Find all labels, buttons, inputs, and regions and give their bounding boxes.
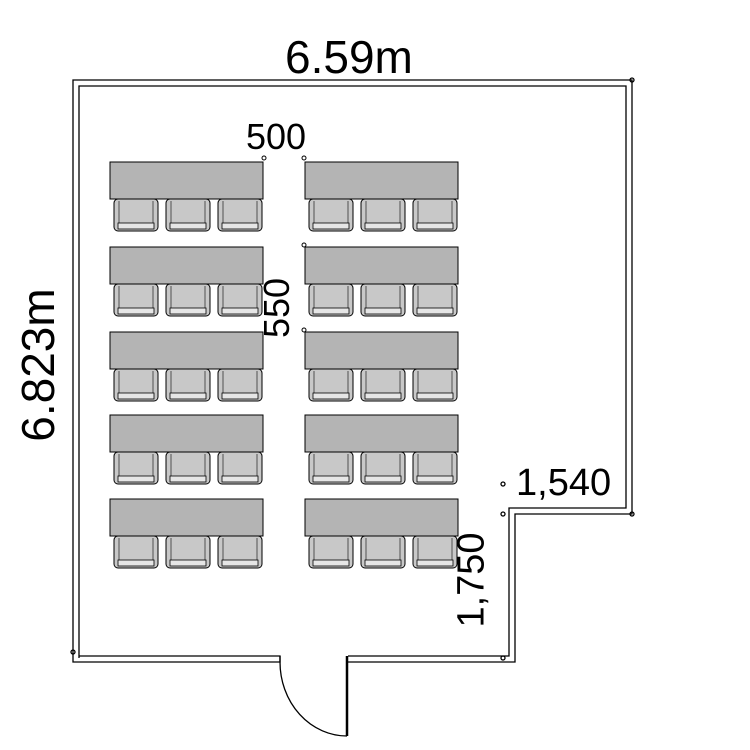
corner-mark xyxy=(500,511,506,517)
chair xyxy=(360,451,406,485)
chair xyxy=(165,451,211,485)
chair xyxy=(308,283,354,317)
chair xyxy=(165,198,211,232)
table xyxy=(304,161,459,200)
chair xyxy=(412,368,458,402)
chair xyxy=(412,198,458,232)
chair xyxy=(308,368,354,402)
chair xyxy=(360,368,406,402)
chair xyxy=(165,368,211,402)
chair xyxy=(360,283,406,317)
chair xyxy=(113,535,159,569)
chair xyxy=(308,198,354,232)
chair xyxy=(217,368,263,402)
corner-mark xyxy=(629,77,635,83)
chair xyxy=(308,451,354,485)
table xyxy=(304,246,459,285)
table xyxy=(109,414,264,453)
chair xyxy=(165,535,211,569)
notch-depth-label: 1,750 xyxy=(450,532,493,628)
chair xyxy=(113,198,159,232)
table xyxy=(304,414,459,453)
chair xyxy=(412,451,458,485)
outer-wall-line xyxy=(72,79,633,663)
chair xyxy=(217,451,263,485)
room-walls xyxy=(70,77,635,737)
notch-width-label: 1,540 xyxy=(516,462,612,504)
chair xyxy=(217,535,263,569)
corner-mark xyxy=(500,481,506,487)
table xyxy=(304,498,459,537)
chair xyxy=(308,535,354,569)
chair xyxy=(113,451,159,485)
corner-mark xyxy=(629,511,635,517)
aisle-width-label: 500 xyxy=(246,116,307,157)
chair xyxy=(113,368,159,402)
row-spacing-label: 550 xyxy=(256,277,297,339)
chair xyxy=(165,283,211,317)
table xyxy=(109,161,264,200)
chair xyxy=(217,198,263,232)
door-swing-arc xyxy=(279,661,348,737)
lower-left-wall xyxy=(72,652,281,663)
table xyxy=(109,498,264,537)
chair xyxy=(113,283,159,317)
chair xyxy=(412,283,458,317)
chair xyxy=(360,535,406,569)
chair xyxy=(217,283,263,317)
room-width-label: 6.59m xyxy=(285,31,413,83)
table xyxy=(109,246,264,285)
chair xyxy=(412,535,458,569)
room-depth-label: 6.823m xyxy=(12,288,64,442)
aisle-dimension xyxy=(261,155,307,333)
chair xyxy=(360,198,406,232)
inner-wall-line xyxy=(78,85,627,658)
furniture-layout xyxy=(109,161,459,569)
corner-mark xyxy=(70,649,76,655)
corner-mark xyxy=(500,655,506,661)
table xyxy=(304,331,459,370)
table xyxy=(109,331,264,370)
